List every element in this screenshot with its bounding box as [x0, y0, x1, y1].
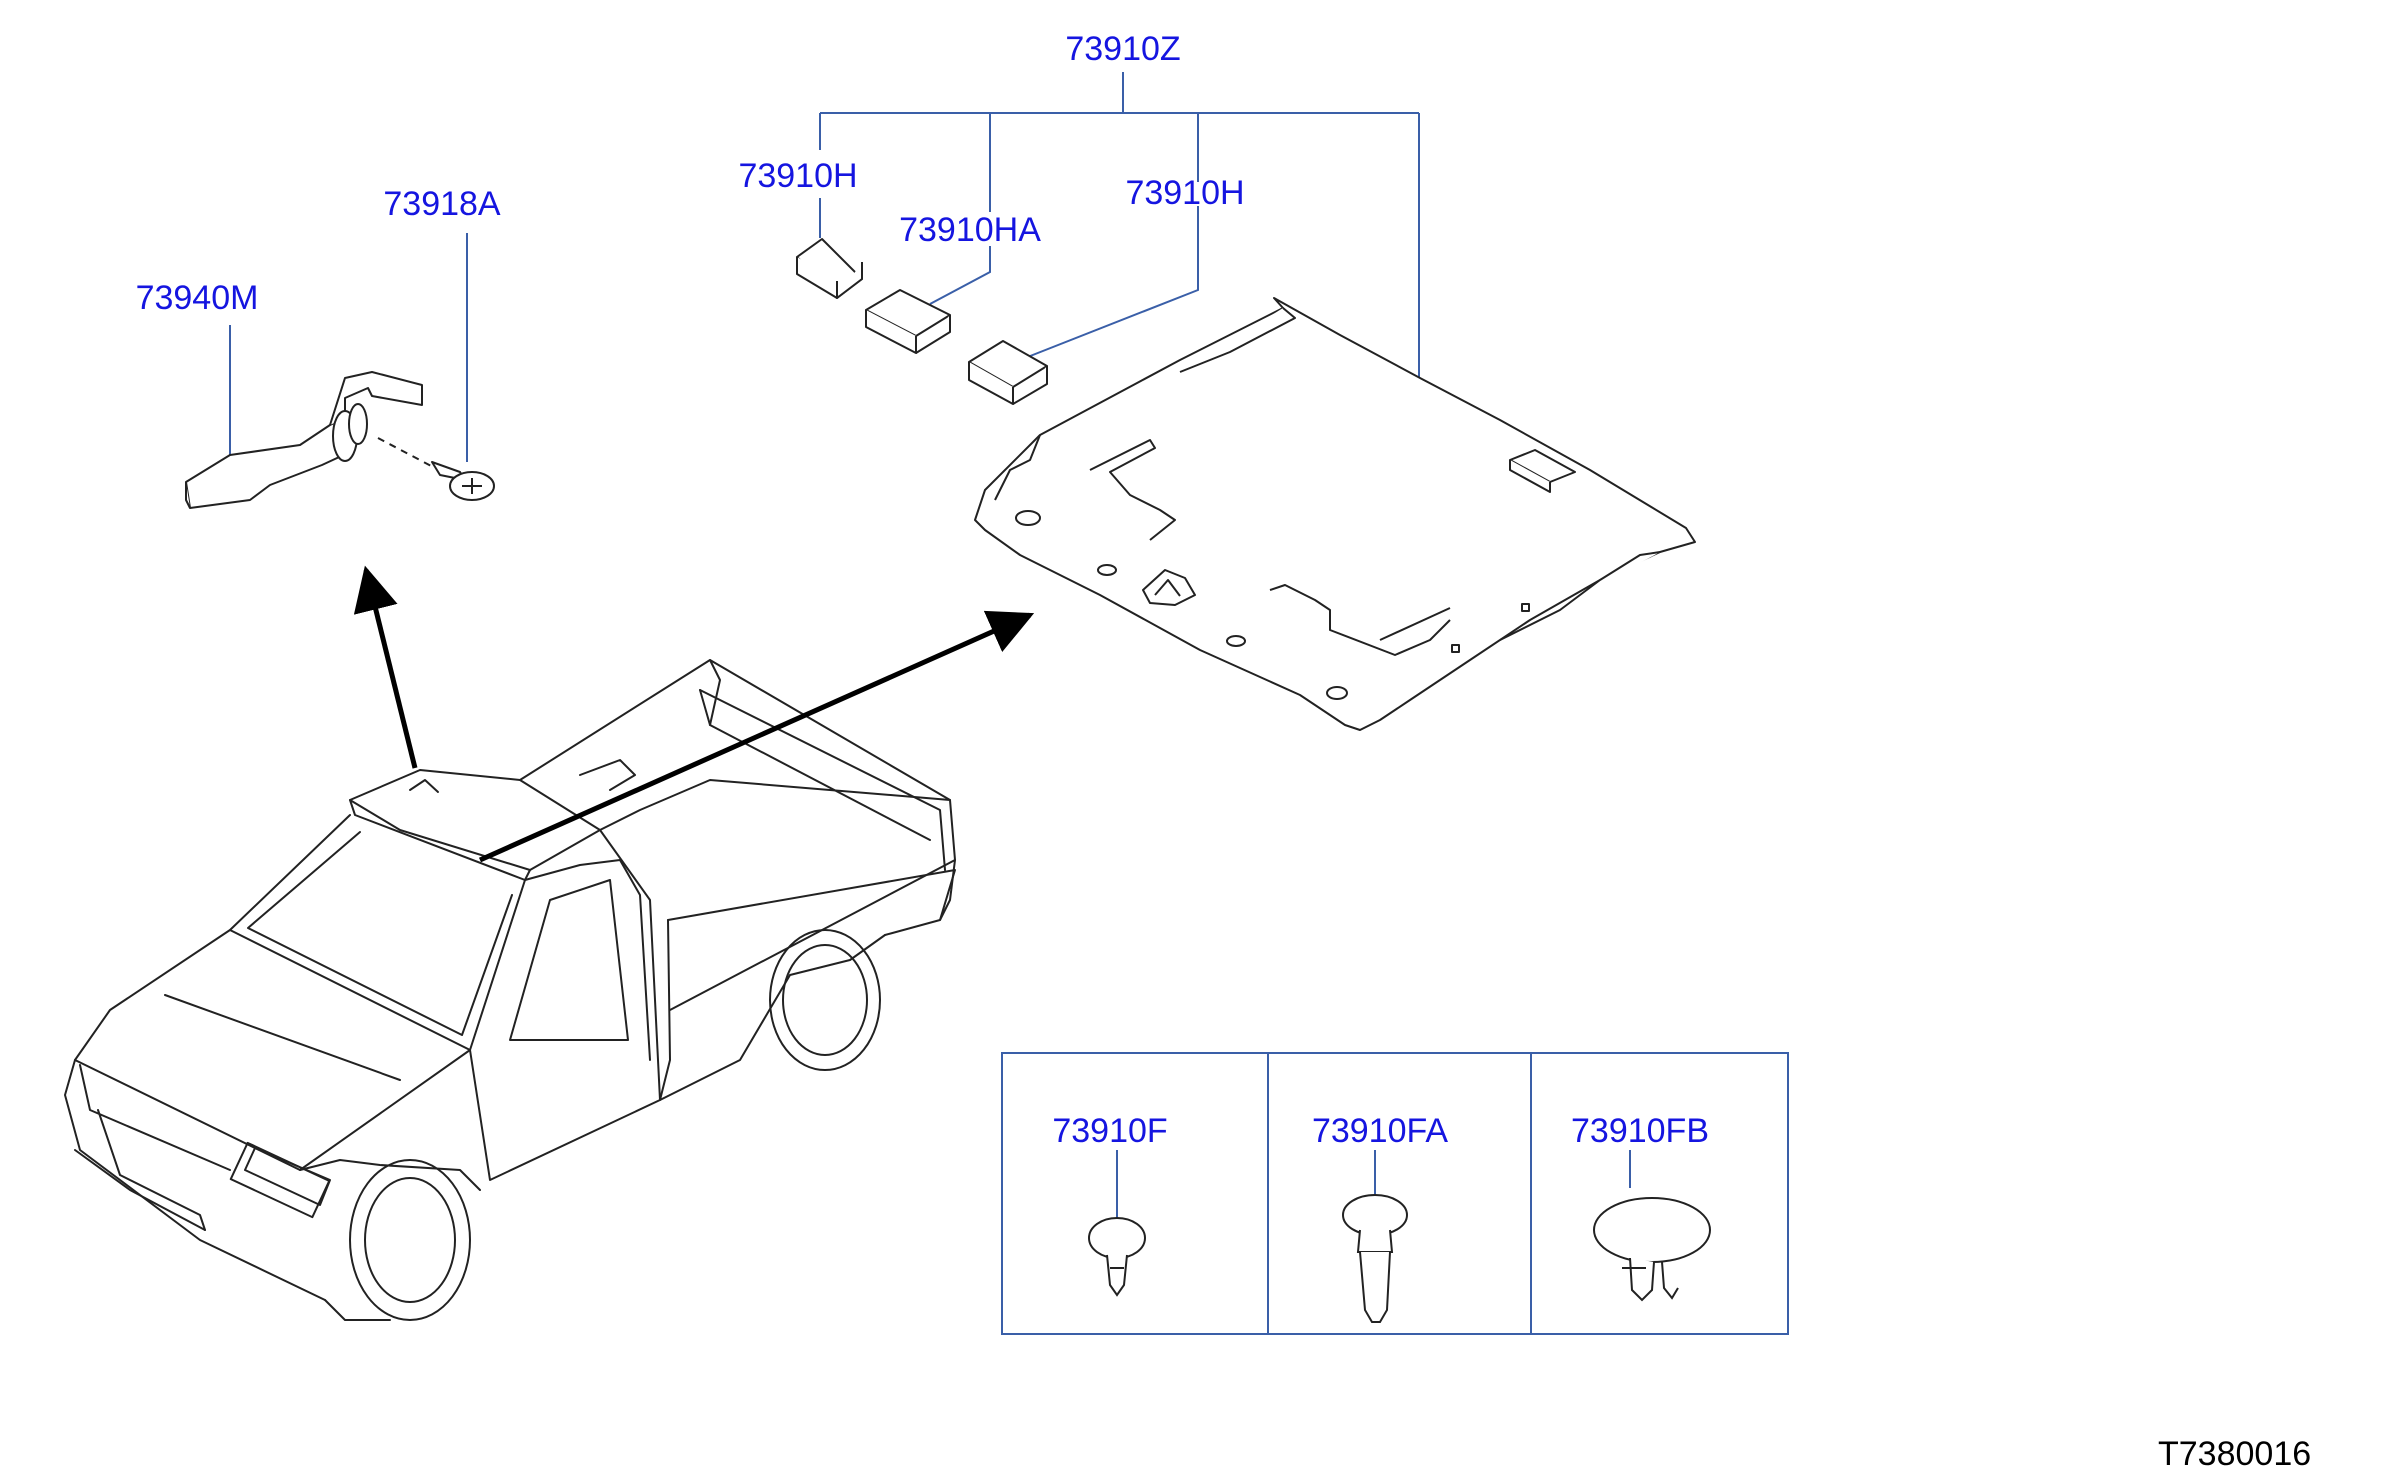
pointer-arrows [353, 565, 1035, 863]
clip-panel [1001, 1052, 1789, 1335]
label-pad-left[interactable]: 73910H [738, 157, 858, 195]
pad-center-part [865, 289, 951, 354]
bolt-part [431, 461, 495, 501]
pickup-truck-drawing [64, 659, 956, 1321]
label-assist-grip[interactable]: 73918A [383, 185, 501, 223]
label-headlining-assy[interactable]: 73910Z [1065, 30, 1181, 68]
diagram-code: T7380016 [2158, 1435, 2312, 1473]
pad-right-part [968, 340, 1048, 405]
assist-grip-part [185, 371, 436, 509]
label-grip-handle[interactable]: 73940M [135, 279, 259, 317]
clip-f-part [1088, 1217, 1146, 1297]
label-pad-center[interactable]: 73910HA [899, 211, 1041, 249]
clip-fa-part [1342, 1194, 1408, 1323]
headlining-part [974, 297, 1696, 731]
label-clip-f[interactable]: 73910F [1052, 1112, 1168, 1150]
label-clip-fb[interactable]: 73910FB [1571, 1112, 1709, 1150]
clip-fb-part [1593, 1197, 1711, 1302]
label-clip-fa[interactable]: 73910FA [1311, 1112, 1449, 1150]
label-pad-right[interactable]: 73910H [1125, 174, 1245, 212]
pad-left-part [796, 238, 863, 299]
leader-lines [229, 72, 1631, 1218]
